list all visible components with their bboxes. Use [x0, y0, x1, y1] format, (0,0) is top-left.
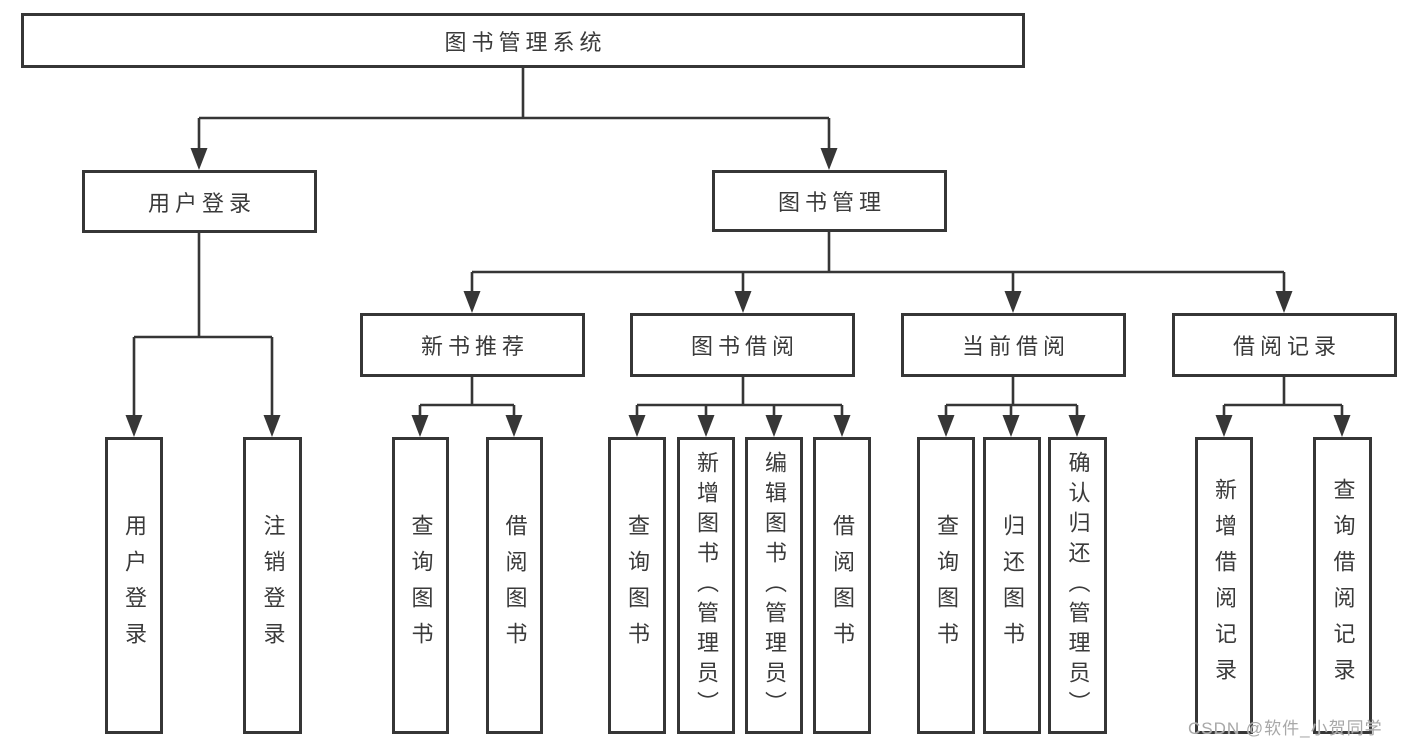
node-user-login: 用户登录 — [82, 170, 317, 233]
node-label: 借阅记录 — [1232, 334, 1341, 359]
leaf-records-query-record: 查询借阅记录 — [1313, 437, 1372, 734]
node-label: 图书借阅 — [690, 334, 799, 359]
arrowheads — [125, 148, 1351, 437]
leaf-label: 用户登录 — [122, 513, 147, 658]
leaf-label: 编辑图书（管理员） — [762, 450, 787, 721]
leaf-borrowing-edit-books-admin: 编辑图书（管理员） — [745, 437, 803, 734]
leaf-current-return-books: 归还图书 — [983, 437, 1041, 734]
node-current-borrowing: 当前借阅 — [901, 313, 1126, 377]
node-label: 新书推荐 — [420, 334, 529, 359]
node-label: 用户登录 — [147, 190, 256, 216]
node-label: 图书管理 — [777, 190, 886, 215]
leaf-label: 借阅图书 — [502, 513, 528, 658]
leaf-current-confirm-return-admin: 确认归还（管理员） — [1048, 437, 1107, 734]
leaf-logout: 注销登录 — [243, 437, 302, 734]
leaf-label: 确认归还（管理员） — [1065, 450, 1091, 721]
leaf-label: 查询图书 — [408, 513, 434, 658]
leaf-label: 查询图书 — [934, 513, 959, 658]
leaf-borrowing-query-books: 查询图书 — [608, 437, 666, 734]
leaf-borrowing-add-books-admin: 新增图书（管理员） — [677, 437, 735, 734]
node-label: 当前借阅 — [961, 334, 1070, 359]
node-book-borrowing: 图书借阅 — [630, 313, 855, 377]
leaf-label: 注销登录 — [260, 513, 286, 658]
csdn-watermark: CSDN @软件_小贺同学 — [1188, 719, 1383, 738]
leaf-label: 借阅图书 — [830, 513, 855, 658]
leaf-borrowing-borrow-books: 借阅图书 — [813, 437, 871, 734]
leaf-label: 查询图书 — [625, 513, 650, 658]
leaf-user-login: 用户登录 — [105, 437, 163, 734]
leaf-label: 查询借阅记录 — [1330, 477, 1356, 694]
leaf-current-query-books: 查询图书 — [917, 437, 975, 734]
leaf-label: 新增图书（管理员） — [694, 450, 719, 721]
leaf-newbooks-borrow-books: 借阅图书 — [486, 437, 543, 734]
node-borrow-records: 借阅记录 — [1172, 313, 1397, 377]
node-book-management: 图书管理 — [712, 170, 947, 232]
node-label: 图书管理系统 — [444, 29, 607, 55]
leaf-label: 归还图书 — [1000, 513, 1025, 658]
leaf-label: 新增借阅记录 — [1212, 477, 1237, 694]
leaf-newbooks-query-books: 查询图书 — [392, 437, 449, 734]
node-book-management-system: 图书管理系统 — [21, 13, 1025, 68]
node-new-book-recommend: 新书推荐 — [360, 313, 585, 377]
leaf-records-add-record: 新增借阅记录 — [1195, 437, 1253, 734]
